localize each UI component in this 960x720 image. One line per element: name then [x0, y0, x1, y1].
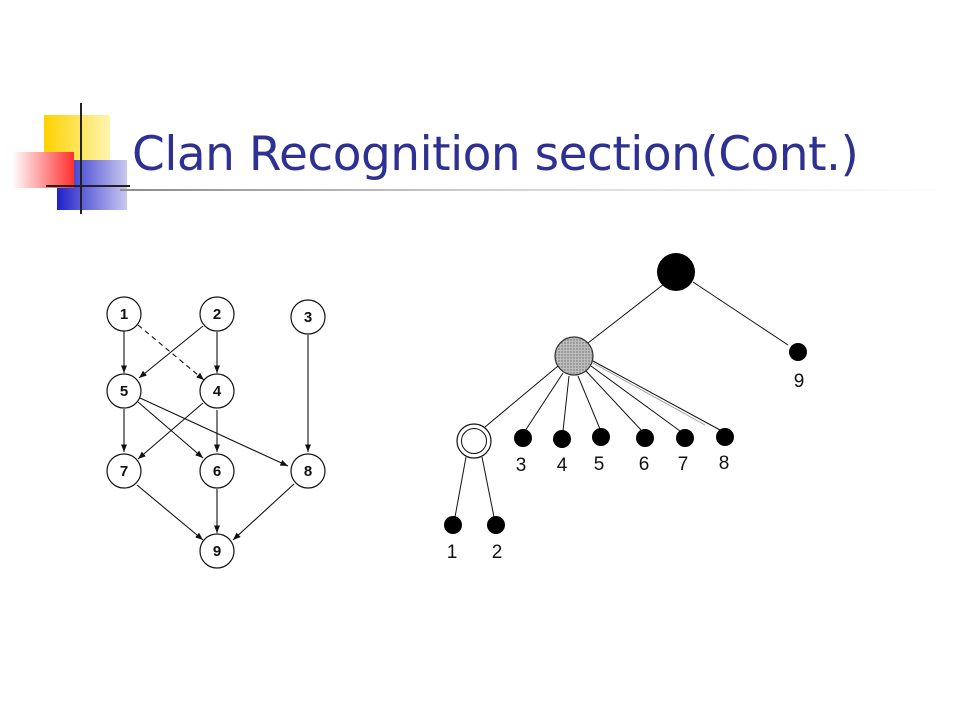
tree-leaf-label: 4 — [557, 455, 568, 476]
tree-leaf-label: 1 — [447, 542, 458, 563]
tree-edge-linear-6 — [585, 370, 642, 431]
red-block — [12, 152, 74, 188]
graph-node-label: 3 — [304, 309, 312, 326]
tree-leaf-3 — [514, 429, 532, 447]
graph-node-5 — [106, 373, 142, 409]
graph-node-3 — [290, 299, 326, 335]
title-underline — [120, 189, 950, 191]
graph-node-label: 6 — [213, 463, 221, 480]
edge-7-9 — [136, 484, 204, 541]
graph-node-label: 8 — [304, 463, 312, 480]
tree-leaf-label: 9 — [794, 371, 805, 392]
tree-independent-clan-inner-ring — [461, 428, 487, 454]
tree-leaf-1 — [444, 516, 462, 534]
tree-leaf-label: 5 — [594, 454, 605, 475]
graph-node-9 — [199, 533, 235, 569]
edge-8-9 — [232, 483, 295, 541]
graph-node-8 — [290, 453, 326, 489]
tree-leaf-2 — [487, 516, 505, 534]
graph-node-label: 5 — [120, 383, 128, 400]
graph-node-4 — [199, 373, 235, 409]
tree-leaf-7 — [676, 429, 694, 447]
slide-title: Clan Recognition section(Cont.) — [132, 127, 859, 182]
tree-leaf-label: 7 — [678, 454, 689, 475]
graph-node-1 — [106, 296, 142, 332]
edge-4-7 — [137, 402, 204, 460]
tree-edge-shadow — [592, 362, 706, 426]
tree-leaf-label: 8 — [719, 453, 730, 474]
edge-2-5 — [138, 325, 204, 379]
tree-leaf-label: 6 — [639, 454, 650, 475]
tree-leaf-5 — [592, 428, 610, 446]
edge-5-8 — [139, 397, 289, 467]
graph-node-6 — [199, 453, 235, 489]
graph-node-2 — [199, 296, 235, 332]
tree-leaf-label: 2 — [492, 542, 503, 563]
graph-node-label: 4 — [213, 383, 222, 400]
tree-edge-linear-7 — [590, 365, 681, 432]
tree-leaf-9 — [789, 343, 807, 361]
tree-edge-linear-3 — [524, 372, 564, 432]
graph-node-label: 9 — [213, 543, 221, 560]
tree-edge-linear-8 — [592, 360, 721, 431]
tree-edge-root-9 — [692, 281, 789, 346]
tree-edge-independent-2 — [481, 456, 495, 518]
tree-leaf-4 — [553, 430, 571, 448]
tree-leaf-6 — [636, 429, 654, 447]
graph-node-label: 2 — [213, 306, 221, 323]
edge-5-6 — [137, 401, 204, 459]
graph-node-7 — [106, 453, 142, 489]
tree-edge-linear-independent — [484, 365, 559, 428]
tree-leaf-label: 3 — [516, 455, 527, 476]
tree-root-node — [657, 253, 695, 291]
corner-decoration — [12, 103, 130, 214]
tree-leaf-8 — [716, 428, 734, 446]
tree-edge-linear-5 — [577, 375, 601, 430]
tree-edge-linear-4 — [562, 375, 570, 432]
tree-linear-clan-node — [554, 336, 594, 376]
tree-edge-independent-1 — [454, 456, 467, 518]
graph-node-label: 7 — [120, 463, 128, 480]
tree-edge-root-linear — [587, 283, 665, 344]
graph-node-label: 1 — [120, 306, 128, 323]
